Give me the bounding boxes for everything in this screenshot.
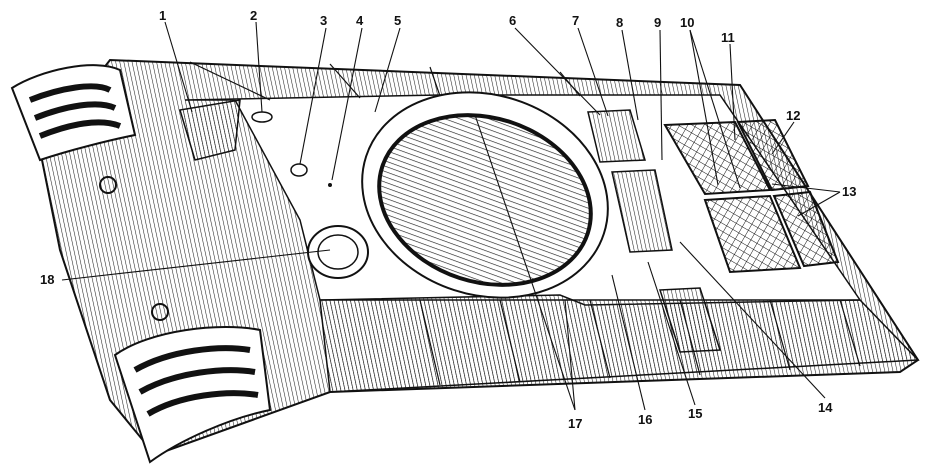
callout-14: 14 [818,400,833,415]
engine-deck-hatches [587,109,722,353]
callout-2: 2 [250,8,257,23]
turret-ring [361,91,609,299]
callout-12: 12 [786,108,800,123]
callout-9: 9 [654,15,661,30]
callout-3: 3 [320,13,327,28]
callout-11: 11 [721,30,735,45]
callout-16: 16 [638,412,652,427]
roof-fittings [99,99,332,321]
front-left-fender [113,326,272,464]
callout-18: 18 [40,272,54,287]
callout-15: 15 [688,406,702,421]
engine-grilles [663,118,840,274]
rear-left-fender [10,64,137,162]
callout-5: 5 [394,13,401,28]
callout-7: 7 [572,13,579,28]
callout-1: 1 [159,8,166,23]
callout-10: 10 [680,15,694,30]
callout-13: 13 [842,184,856,199]
callout-17: 17 [568,416,582,431]
leader-lines [61,21,841,411]
callout-6: 6 [509,13,516,28]
callout-labels: 1 2 3 4 5 6 7 8 9 10 11 12 13 14 15 16 1… [40,8,856,431]
callout-4: 4 [356,13,364,28]
callout-8: 8 [616,15,623,30]
